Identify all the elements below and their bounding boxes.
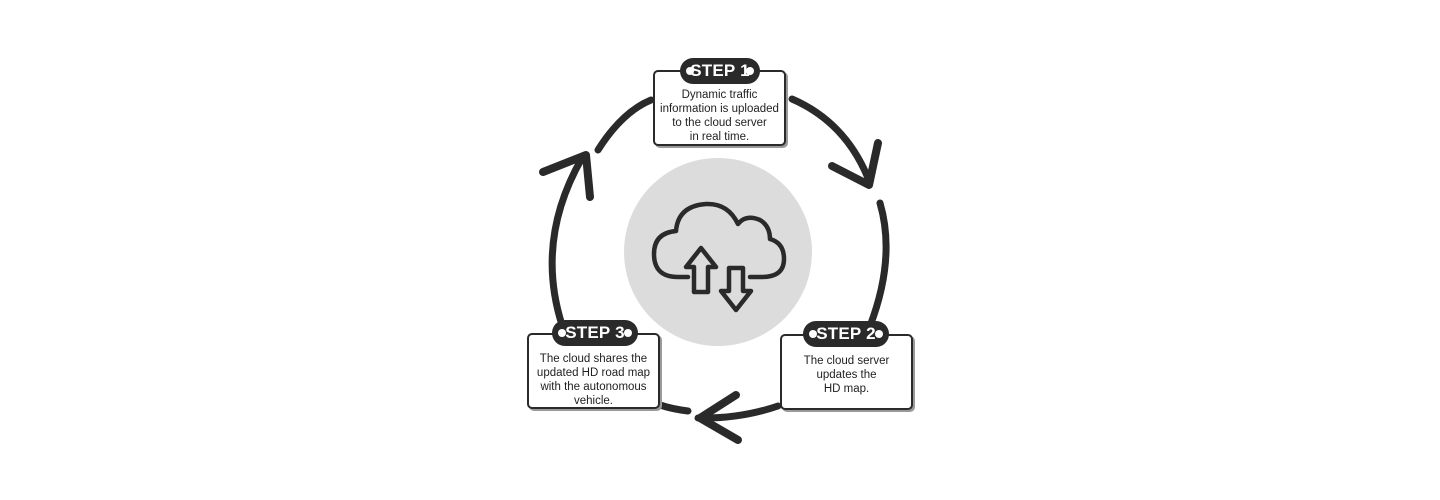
- arrow-step1-to-step2: [788, 95, 872, 182]
- arc-right-segment: [866, 199, 890, 330]
- arrow-step3-to-step1: [548, 154, 586, 329]
- step-1-tag: STEP 1: [680, 58, 760, 84]
- step-2-tag: STEP 2: [803, 321, 889, 347]
- arrowhead-right-icon: [828, 139, 882, 189]
- step-3-tag: STEP 3: [552, 320, 638, 346]
- cloud-upload-download-icon: [651, 201, 787, 313]
- arc-bottom-left-segment: [656, 401, 692, 415]
- arc-top-left-segment: [594, 96, 655, 154]
- arrowhead-left-icon: [539, 151, 594, 201]
- arrowhead-bottom-icon: [696, 391, 742, 444]
